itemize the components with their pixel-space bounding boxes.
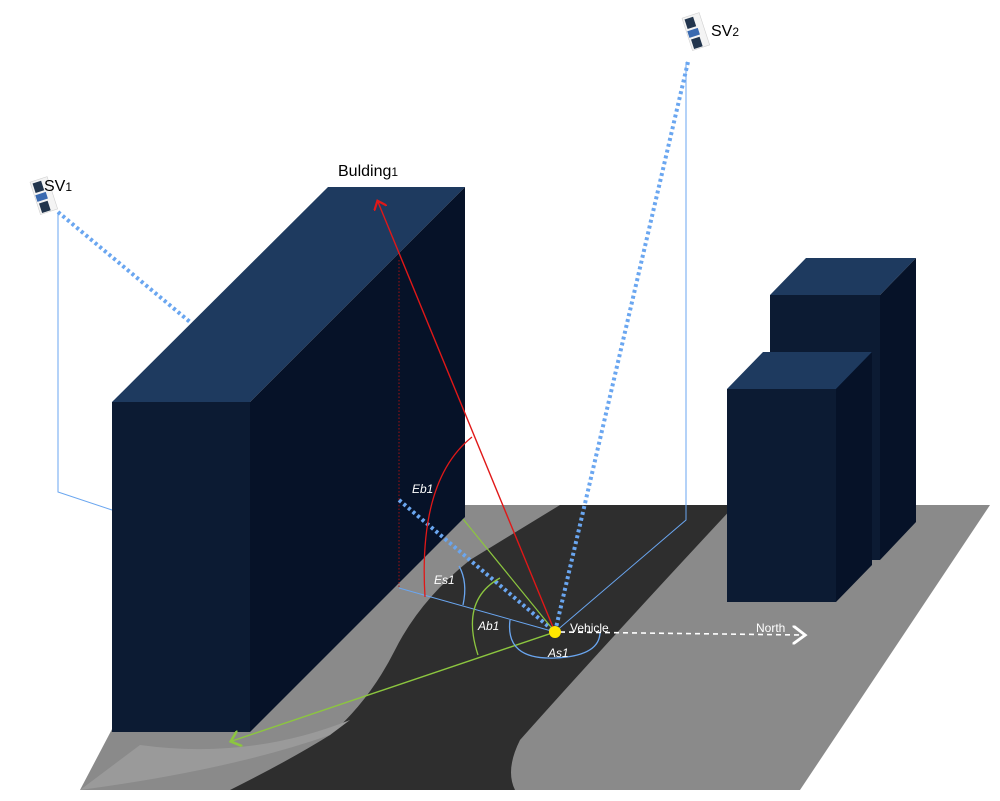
sv1-projection-line xyxy=(57,212,113,511)
building-azimuth-line xyxy=(462,518,556,633)
sv2-label: SV2 xyxy=(711,23,739,40)
satellite-icon xyxy=(681,12,711,52)
ab1-label: Ab1 xyxy=(477,619,499,633)
eb1-label: Eb1 xyxy=(412,482,433,496)
building-1 xyxy=(112,187,465,732)
sv1-label: SV1 xyxy=(44,178,72,195)
sv2-signal-ray xyxy=(553,61,690,633)
azimuth-reference-ray xyxy=(232,631,556,741)
vehicle-marker xyxy=(549,626,561,638)
as1-label: As1 xyxy=(547,646,569,660)
north-label: North xyxy=(756,621,785,635)
eb1-arc xyxy=(423,436,473,598)
es1-label: Es1 xyxy=(434,573,455,587)
as1-arc xyxy=(508,619,601,659)
ab1-arc xyxy=(471,577,501,656)
sv1-signal-ray-far xyxy=(56,210,192,324)
building-front-right xyxy=(727,352,872,602)
sv2-projection-line xyxy=(554,62,687,633)
sv1-signal-ray-near xyxy=(397,498,557,634)
building-1-side xyxy=(250,187,465,732)
building-1-top xyxy=(112,187,465,402)
building-1-front xyxy=(112,402,250,732)
road-dark-lane xyxy=(230,505,735,790)
north-arrow xyxy=(559,632,802,635)
building-label: Bulding1 xyxy=(338,163,398,180)
road-curb-left xyxy=(80,720,350,790)
building-elevation-ray xyxy=(378,202,556,633)
es1-arc xyxy=(458,565,466,606)
vehicle-label: Vehicle xyxy=(570,621,609,635)
